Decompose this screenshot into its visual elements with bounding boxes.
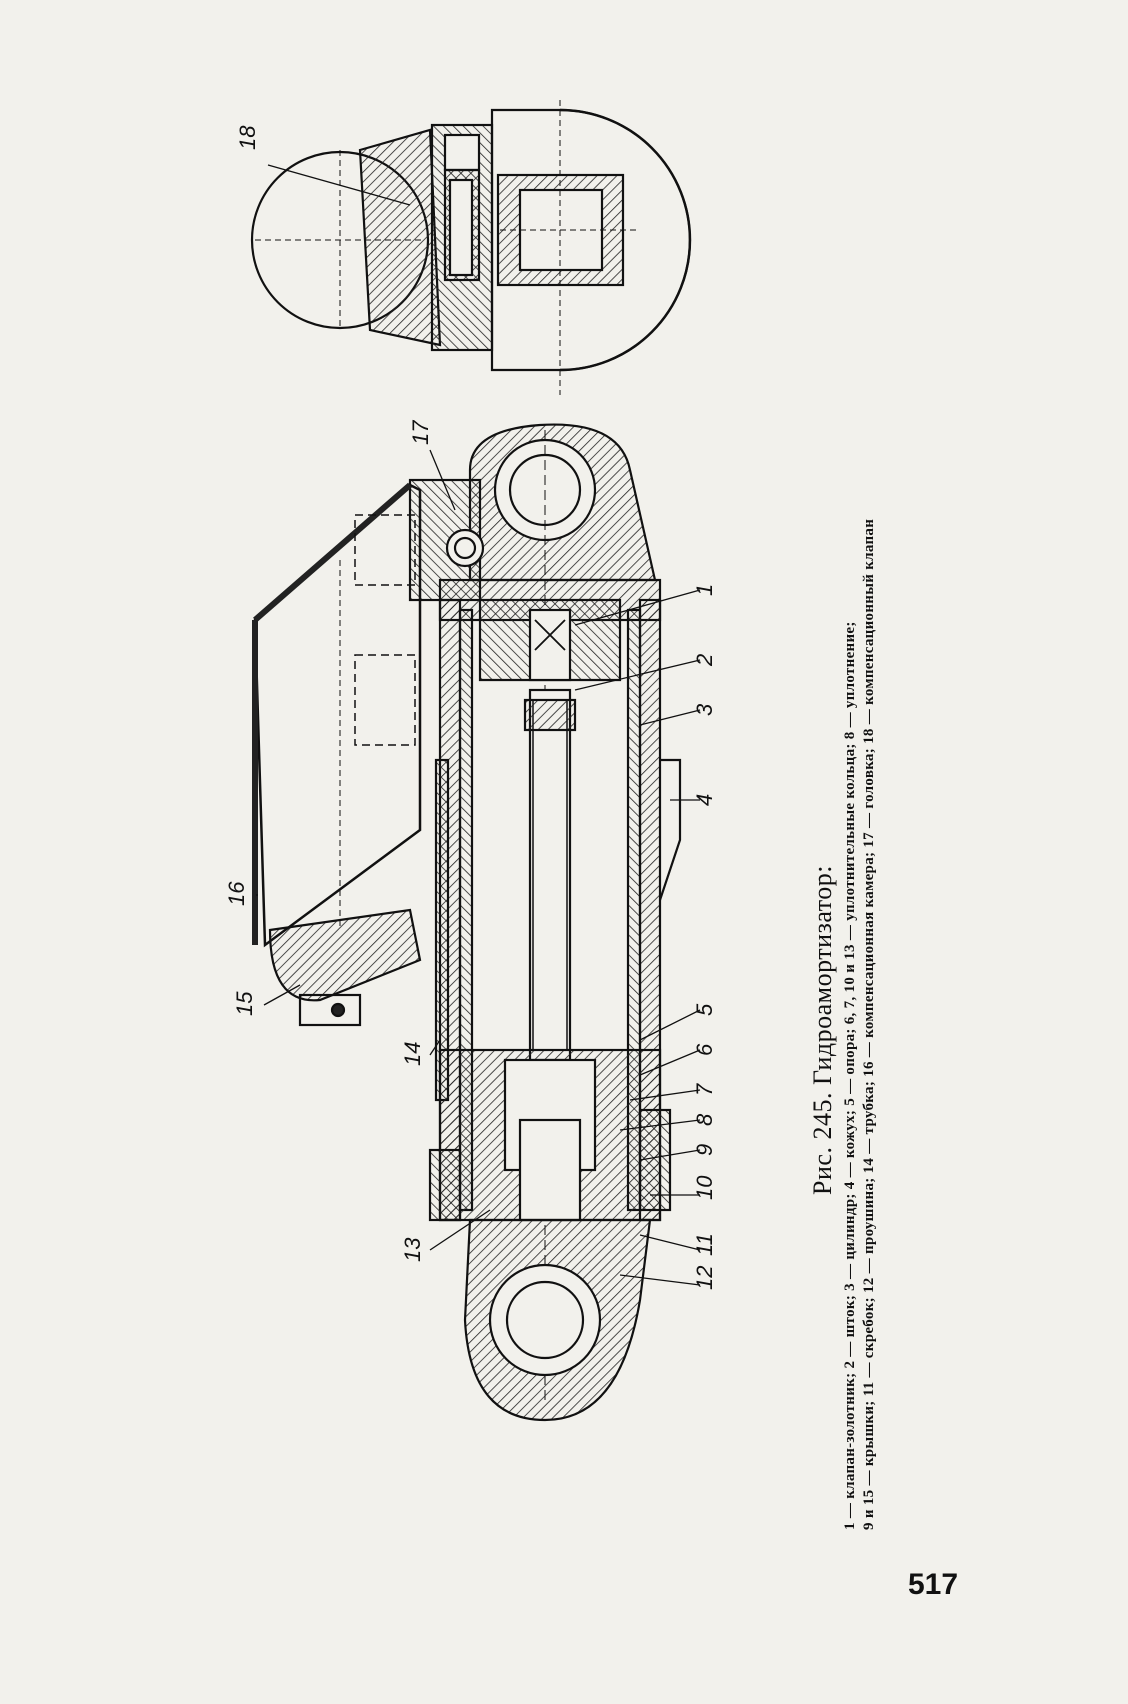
main-longitudinal-section: [408, 423, 682, 1422]
page-number: 517: [908, 1568, 959, 1601]
callout-11: 11: [692, 1233, 717, 1256]
callout-labels: 18 17 1 2 3 4 5 6 7 8 9 10 11 12 13 14 1…: [224, 125, 717, 1290]
callout-3: 3: [692, 703, 717, 716]
callout-10: 10: [692, 1175, 717, 1200]
figure-caption: Рис. 245. Гидроамортизатор: 1 — клапан-з…: [808, 518, 918, 1530]
callout-7: 7: [692, 1083, 717, 1096]
callout-6: 6: [692, 1043, 717, 1056]
callout-8: 8: [692, 1113, 717, 1126]
callout-17: 17: [408, 420, 433, 445]
callout-12: 12: [692, 1266, 717, 1290]
callout-9: 9: [692, 1144, 717, 1156]
legend-line-2: 9 и 15 — крышки; 11 — скребок; 12 — проу…: [861, 518, 877, 1530]
callout-18: 18: [235, 125, 260, 150]
compensation-chamber: [252, 482, 422, 1027]
legend-line-1: 1 — клапан-золотник; 2 — шток; 3 — цилин…: [842, 621, 858, 1530]
callout-5: 5: [692, 1003, 717, 1016]
callout-14: 14: [400, 1042, 425, 1066]
callout-2: 2: [692, 654, 717, 667]
callout-15: 15: [232, 991, 257, 1016]
top-end-view: [250, 100, 692, 395]
caption-title: Рис. 245. Гидроамортизатор:: [808, 865, 837, 1195]
callout-leaders: [256, 164, 701, 1286]
callout-4: 4: [692, 794, 717, 806]
callout-13: 13: [400, 1237, 425, 1262]
callout-1: 1: [692, 584, 717, 596]
callout-16: 16: [224, 881, 249, 906]
